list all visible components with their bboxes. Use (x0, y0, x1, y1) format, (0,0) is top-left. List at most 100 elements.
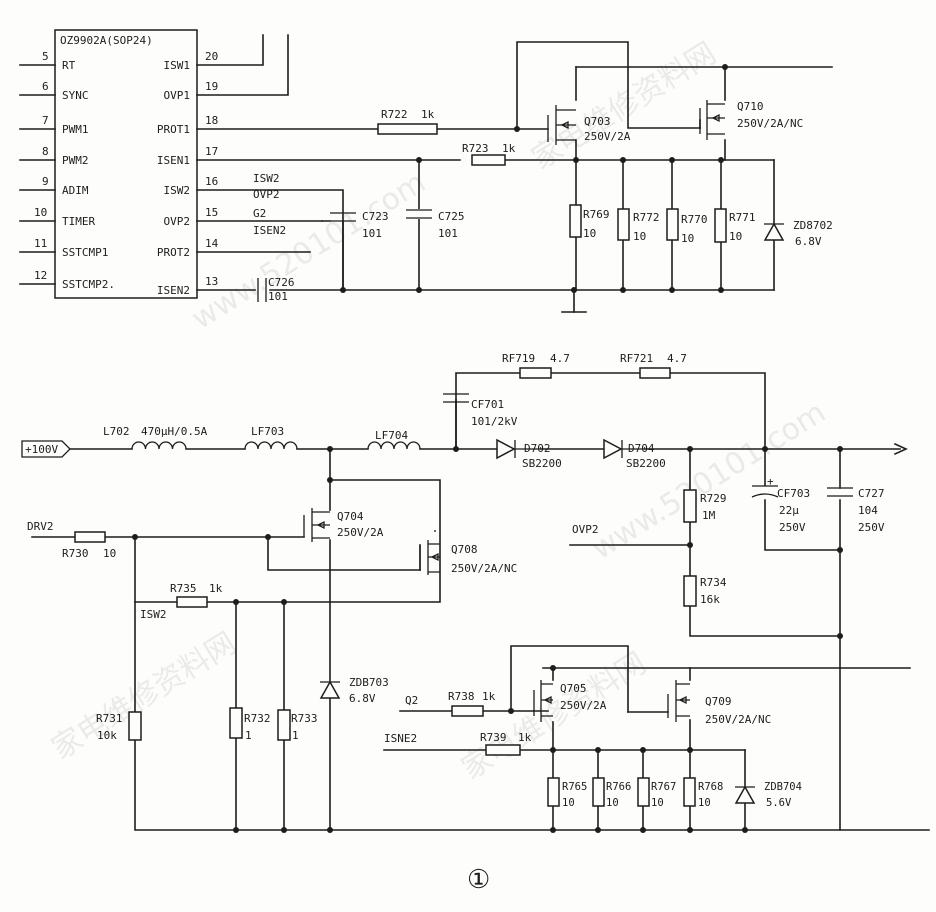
r733-ref: R733 (291, 712, 318, 725)
r769-value: 10 (583, 227, 596, 240)
r734: R734 16k (683, 575, 727, 607)
top-wiring (196, 34, 833, 313)
r738-value: 1k (482, 690, 496, 703)
ic-pin-left: 5RT (19, 50, 76, 72)
r771-value: 10 (729, 230, 742, 243)
pin-label: SSTCMP1 (62, 246, 108, 259)
r765-value: 10 (562, 797, 575, 809)
q709-value: 250V/2A/NC (705, 713, 771, 726)
resistor-body (471, 154, 506, 166)
pin-label: SYNC (62, 89, 89, 102)
r765-ref: R765 (562, 781, 587, 793)
r735-value: 1k (209, 582, 223, 595)
q708-ref: Q708 (451, 543, 478, 556)
cf701-ref: CF701 (471, 398, 504, 411)
zdb704: ZDB704 5.6V (734, 781, 802, 809)
sense-resistors-top: R769 10 R772 10 R770 10 R771 10 (569, 204, 756, 245)
pin-number: 12 (34, 269, 47, 282)
c727-ref: C727 (858, 487, 885, 500)
net-isne2: ISNE2 (384, 732, 417, 745)
pin-number: 16 (205, 175, 218, 188)
q703-ref: Q703 (584, 115, 611, 128)
top-junctions (340, 64, 728, 293)
net-isen2: ISEN2 (253, 224, 286, 237)
q705-value: 250V/2A (560, 699, 607, 712)
ic-name: OZ9902A(SOP24) (60, 34, 153, 47)
r767-ref: R767 (651, 781, 676, 793)
net-ovp2-lower: OVP2 (572, 523, 599, 536)
c726-value: 101 (268, 290, 288, 303)
sense-resistors-bottom: R765 10 R766 10 R767 10 R768 10 (547, 777, 723, 809)
r730: R730 10 (62, 531, 116, 560)
d702-ref: D702 (524, 442, 551, 455)
cf703-voltage: 250V (779, 521, 806, 534)
l702: L702 470μH/0.5A (103, 425, 208, 450)
r723: R723 1k (462, 142, 516, 166)
net-g2: G2 (253, 207, 266, 220)
r731-ref: R731 (96, 712, 123, 725)
pin-number: 14 (205, 237, 219, 250)
ic-right-pins: 20ISW119OVP118PROT117ISEN116ISW215OVP214… (157, 50, 219, 297)
lf704: LF704 (367, 429, 421, 450)
net-drv2: DRV2 (27, 520, 54, 533)
r772-value: 10 (633, 230, 646, 243)
watermark-site: www.520101.com (586, 395, 832, 567)
c725-ref: C725 (438, 210, 465, 223)
d702-value: SB2200 (522, 457, 562, 470)
zdb703-ref: ZDB703 (349, 676, 389, 689)
net-isw2-lower: ISW2 (140, 608, 167, 621)
r723-value: 1k (502, 142, 516, 155)
cf703-ref: CF703 (777, 487, 810, 500)
rf719-ref: RF719 (502, 352, 535, 365)
r771-ref: R771 (729, 211, 756, 224)
pin-number: 13 (205, 275, 218, 288)
plus100v-connector: +100V (21, 440, 71, 458)
watermark-text: 家电维修资料网 (46, 626, 243, 767)
r770-value: 10 (681, 232, 694, 245)
pin-label: PWM1 (62, 123, 89, 136)
pin-label: ADIM (62, 184, 89, 197)
q708-value: 250V/2A/NC (451, 562, 517, 575)
l702-value: 470μH/0.5A (141, 425, 208, 438)
pin-label: PWM2 (62, 154, 89, 167)
q704: Q704 250V/2A (303, 508, 384, 542)
q703-value: 250V/2A (584, 130, 631, 143)
ic-left-pins: 5RT6SYNC7PWM18PWM29ADIM10TIMER11SSTCMP11… (19, 50, 115, 291)
r734-ref: R734 (700, 576, 727, 589)
pin-label: ISW1 (164, 59, 191, 72)
pin-number: 8 (42, 145, 49, 158)
pin-label: TIMER (62, 215, 95, 228)
pin-label: ISEN1 (157, 154, 190, 167)
r722-ref: R722 (381, 108, 408, 121)
r739-value: 1k (518, 731, 532, 744)
r768-ref: R768 (698, 781, 723, 793)
r731: R731 10k (96, 711, 142, 742)
zd8702-ref: ZD8702 (793, 219, 833, 232)
r722-value: 1k (421, 108, 435, 121)
c727-voltage: 250V (858, 521, 885, 534)
c727: C727 104 250V (827, 487, 885, 534)
pin-number: 20 (205, 50, 218, 63)
r766-value: 10 (606, 797, 619, 809)
zdb703-value: 6.8V (349, 692, 376, 705)
rf721-ref: RF721 (620, 352, 653, 365)
ic-oz9902a: OZ9902A(SOP24) 5RT6SYNC7PWM18PWM29ADIM10… (19, 29, 219, 299)
q705-ref: Q705 (560, 682, 587, 695)
pin-label: OVP1 (164, 89, 191, 102)
d702: D702 SB2200 (496, 438, 562, 470)
zd8702-value: 6.8V (795, 235, 822, 248)
q705: Q705 250V/2A (533, 680, 607, 722)
zdb703: ZDB703 6.8V (319, 676, 389, 705)
bottom-net-labels: +100V DRV2 ISW2 OVP2 Q2 ISNE2 (21, 440, 599, 745)
cf703-value: 22μ (779, 504, 799, 517)
r767-value: 10 (651, 797, 664, 809)
